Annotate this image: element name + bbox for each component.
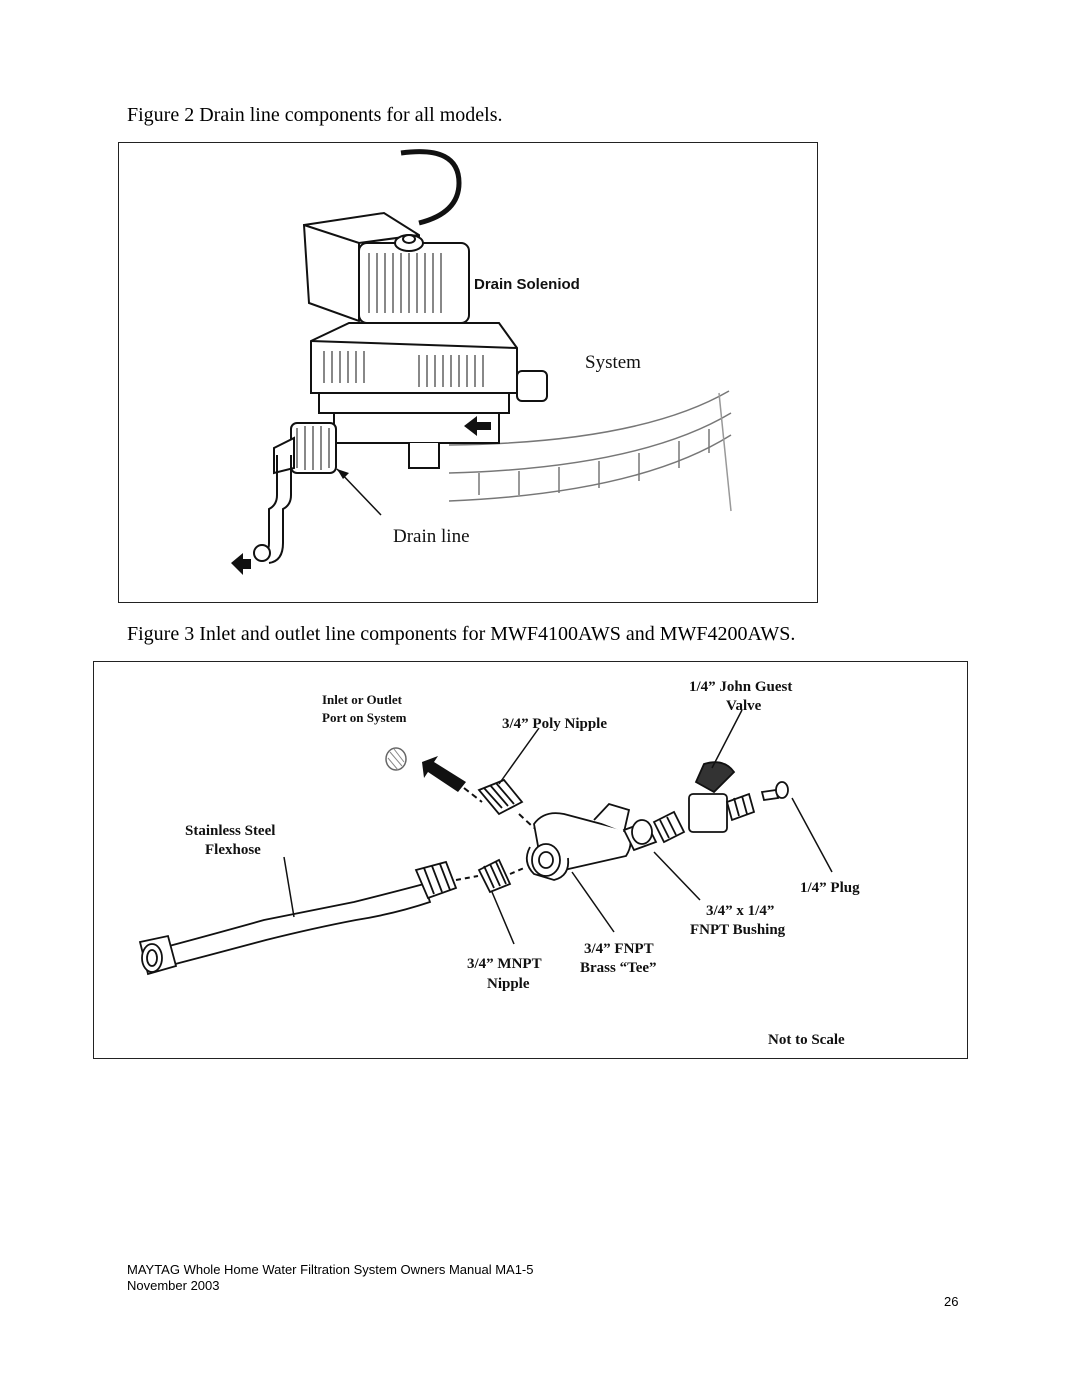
- valve-body: [310, 322, 548, 469]
- bushing-label-2: FNPT Bushing: [690, 922, 786, 938]
- inlet-outlet-label-1: Inlet or Outlet: [322, 692, 403, 707]
- insert-arrow-icon: [422, 756, 466, 792]
- flexhose-label-1: Stainless Steel: [185, 823, 275, 839]
- drain-line-label: Drain line: [393, 526, 470, 547]
- bushing: [622, 810, 686, 852]
- flow-arrow-icon: [464, 416, 491, 436]
- fnpt-label-2: Brass “Tee”: [580, 960, 657, 976]
- flexhose-label-2: Flexhose: [205, 842, 261, 858]
- flexhose: [138, 860, 458, 976]
- leader-lines: [283, 709, 833, 945]
- footer-manual-title: MAYTAG Whole Home Water Filtration Syste…: [127, 1262, 534, 1277]
- plug: [760, 781, 789, 802]
- drain-arrow-icon: [231, 553, 251, 575]
- system-label: System: [585, 352, 641, 373]
- solenoid-coil: [302, 211, 470, 324]
- footer-date: November 2003: [127, 1278, 220, 1293]
- mnpt-nipple: [477, 858, 512, 894]
- figure2-frame: Drain Soleniod System Drain line: [118, 142, 818, 603]
- brass-tee: [525, 802, 632, 881]
- john-guest-label-1: 1/4” John Guest: [689, 679, 792, 695]
- mnpt-label-1: 3/4” MNPT: [467, 956, 542, 972]
- figure3-caption: Figure 3 Inlet and outlet line component…: [127, 623, 796, 645]
- john-guest-valve: [688, 761, 756, 833]
- drain-fitting: [253, 422, 337, 564]
- mnpt-label-2: Nipple: [487, 976, 530, 992]
- poly-nipple-label: 3/4” Poly Nipple: [502, 716, 607, 732]
- figure2-caption: Figure 2 Drain line components for all m…: [127, 104, 503, 126]
- drain-solenoid-label: Drain Soleniod: [474, 276, 580, 293]
- footer: MAYTAG Whole Home Water Filtration Syste…: [127, 1262, 533, 1294]
- inlet-outlet-illustration: Inlet or Outlet Port on System 3/4” Poly…: [138, 679, 860, 1048]
- fnpt-label-1: 3/4” FNPT: [584, 941, 654, 957]
- not-to-scale-label: Not to Scale: [768, 1032, 845, 1048]
- figure3-frame: Inlet or Outlet Port on System 3/4” Poly…: [93, 661, 968, 1059]
- drain-solenoid-illustration: Drain Soleniod System Drain line: [231, 149, 732, 575]
- bushing-label-1: 3/4” x 1/4”: [706, 903, 774, 919]
- page-number: 26: [944, 1294, 959, 1309]
- poly-nipple: [477, 778, 524, 816]
- inlet-outlet-label-2: Port on System: [322, 710, 407, 725]
- solenoid-cable: [400, 149, 462, 226]
- john-guest-label-2: Valve: [726, 698, 762, 714]
- plug-label: 1/4” Plug: [800, 880, 860, 896]
